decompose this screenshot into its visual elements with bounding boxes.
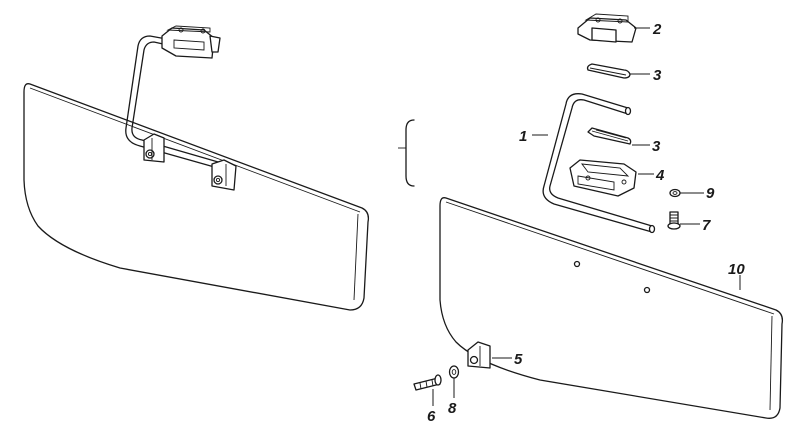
callout-10: 10 [728,261,745,278]
assembled-visor-clip-right [211,159,237,191]
callout-7: 7 [702,217,711,234]
callout-5: 5 [514,351,523,368]
part-8-washer [448,365,460,379]
callout-2: 2 [652,21,662,38]
assembled-visor-clip-left [143,133,165,163]
part-2-hinge-bracket [577,13,637,43]
part-7-screw [667,211,681,230]
callout-3a: 3 [653,67,662,84]
part-6-screw [413,374,442,391]
assembled-visor [23,25,370,311]
callout-8: 8 [448,400,457,417]
part-1-bent-rod [542,93,656,234]
callout-3b: 3 [652,138,661,155]
assembled-visor-panel [23,83,370,311]
callout-labels: 2 3 1 3 4 9 7 10 5 6 8 [427,21,745,425]
part-4-holder-bracket [569,159,637,197]
exploded-parts [413,13,784,419]
view-separator-bracket [398,119,415,187]
part-9-washer [669,188,681,198]
part-3-pad-middle [587,127,632,145]
part-5-clip [467,341,491,369]
assembled-visor-hinge [161,25,221,59]
callout-leaders [432,27,741,406]
part-3-pad-top [586,63,631,79]
part-10-visor-panel [439,197,784,419]
callout-6: 6 [427,408,436,425]
callout-1: 1 [519,128,527,145]
callout-9: 9 [706,185,715,202]
assembled-visor-rod [125,35,233,173]
callout-4: 4 [655,167,665,184]
